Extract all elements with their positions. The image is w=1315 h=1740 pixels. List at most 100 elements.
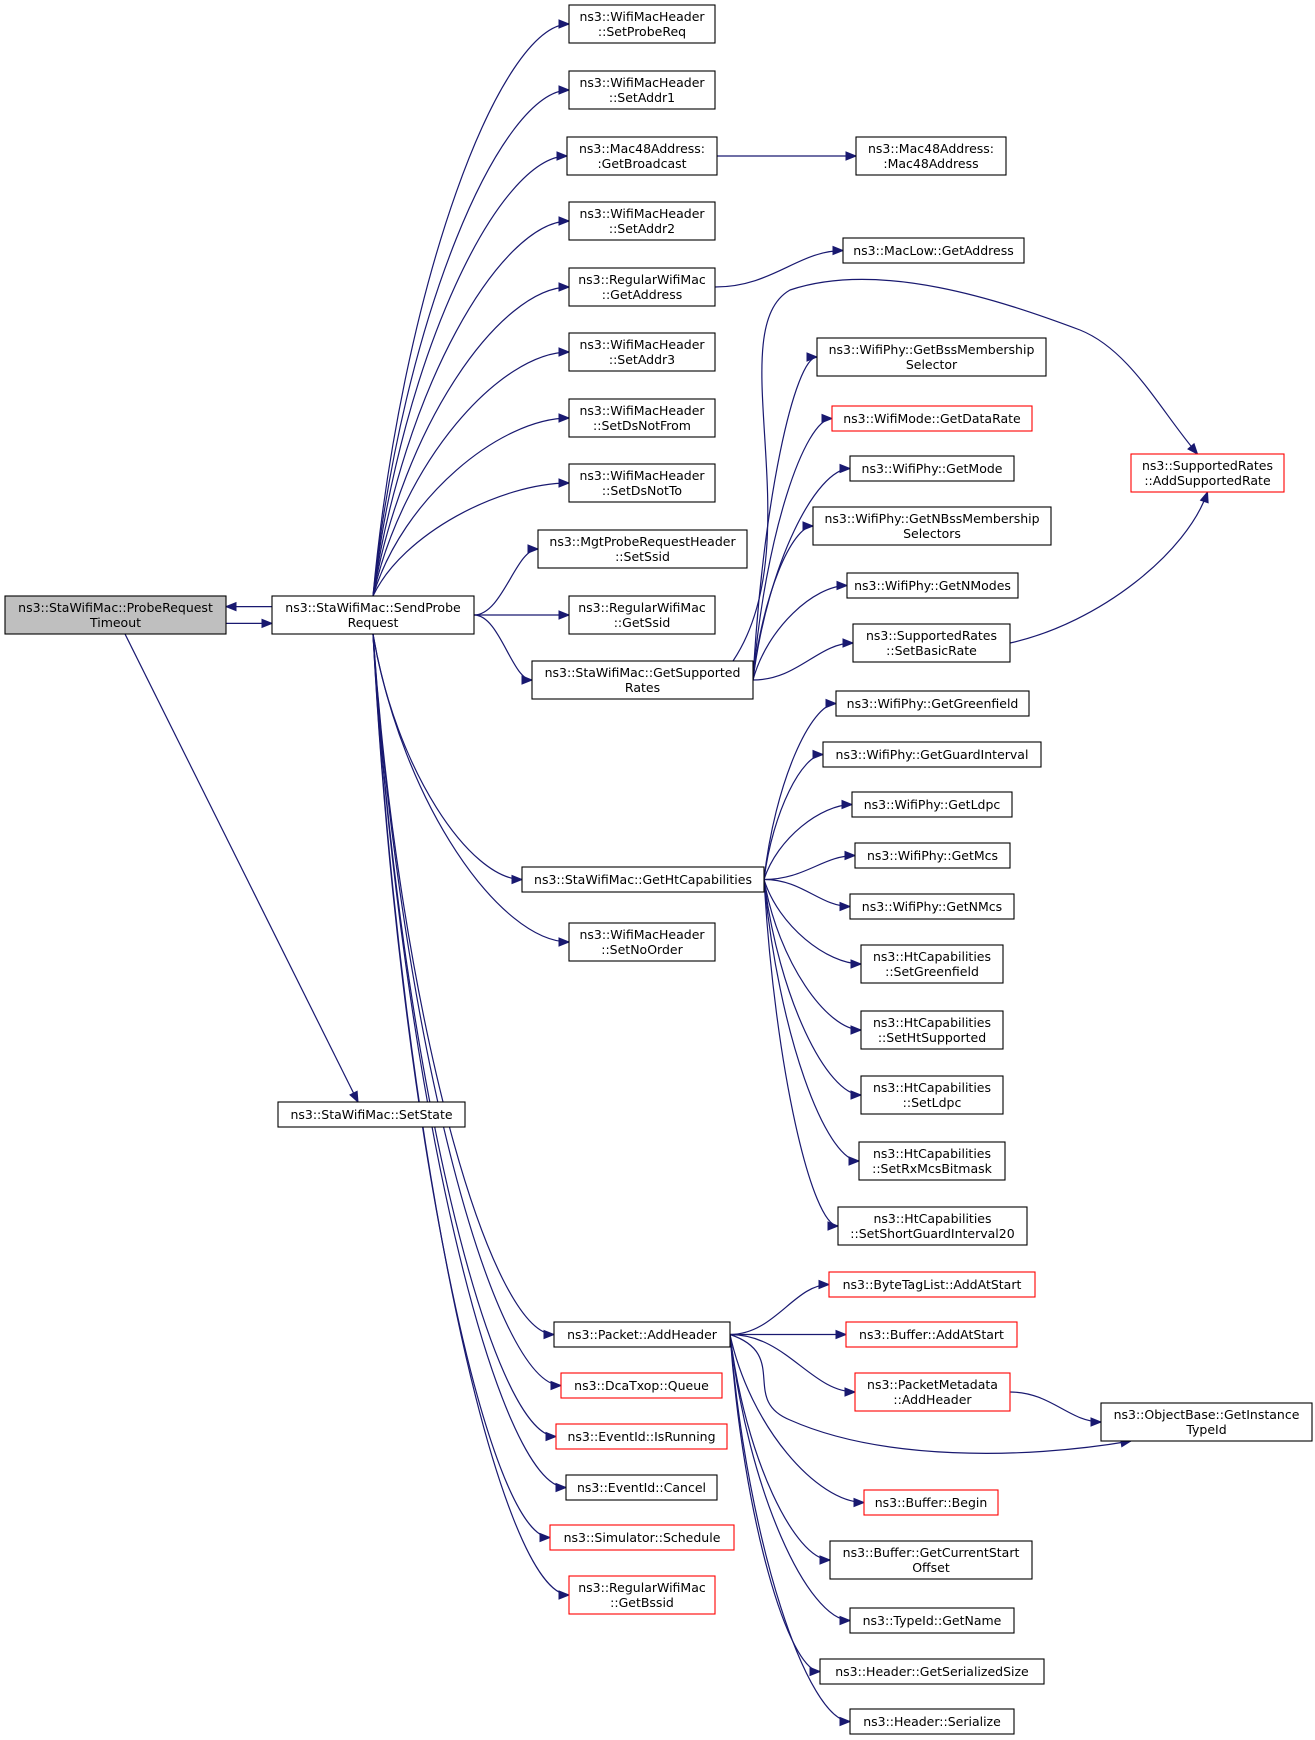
node-set-state[interactable]: ns3::StaWifiMac::SetState	[277, 1101, 466, 1128]
node-box[interactable]	[831, 405, 1033, 432]
node-box[interactable]	[819, 1658, 1045, 1685]
node-set-greenfield[interactable]: ns3::HtCapabilities::SetGreenfield	[860, 944, 1004, 984]
node-get-greenfield[interactable]: ns3::WifiPhy::GetGreenfield	[835, 690, 1030, 717]
node-box[interactable]	[837, 1206, 1028, 1246]
node-header-get-serialized-size[interactable]: ns3::Header::GetSerializedSize	[819, 1658, 1045, 1685]
node-box[interactable]	[860, 944, 1004, 984]
node-box[interactable]	[568, 4, 716, 44]
node-set-addr3[interactable]: ns3::WifiMacHeader::SetAddr3	[568, 332, 716, 372]
node-box[interactable]	[858, 1141, 1006, 1181]
node-box[interactable]	[812, 506, 1052, 546]
node-box[interactable]	[277, 1101, 466, 1128]
node-box[interactable]	[568, 267, 716, 307]
node-get-nmcs[interactable]: ns3::WifiPhy::GetNMcs	[849, 893, 1015, 920]
node-event-id-cancel[interactable]: ns3::EventId::Cancel	[565, 1474, 718, 1501]
node-box[interactable]	[271, 595, 475, 635]
node-box[interactable]	[860, 1075, 1004, 1115]
node-box[interactable]	[521, 866, 765, 893]
node-box[interactable]	[846, 572, 1019, 599]
node-box[interactable]	[828, 1271, 1036, 1298]
node-box[interactable]	[568, 922, 716, 962]
node-packet-add-header[interactable]: ns3::Packet::AddHeader	[553, 1321, 731, 1348]
node-box[interactable]	[553, 1321, 731, 1348]
node-set-ds-not-to[interactable]: ns3::WifiMacHeader::SetDsNotTo	[568, 463, 716, 503]
node-box[interactable]	[849, 455, 1015, 482]
node-set-rx-mcs-bitmask[interactable]: ns3::HtCapabilities::SetRxMcsBitmask	[858, 1141, 1006, 1181]
node-box[interactable]	[568, 201, 716, 241]
node-set-addr2[interactable]: ns3::WifiMacHeader::SetAddr2	[568, 201, 716, 241]
node-box[interactable]	[568, 463, 716, 503]
node-box[interactable]	[4, 595, 227, 635]
node-set-basic-rate[interactable]: ns3::SupportedRates::SetBasicRate	[852, 623, 1011, 663]
node-box[interactable]	[568, 595, 716, 635]
node-box[interactable]	[537, 529, 748, 569]
node-box[interactable]	[822, 741, 1042, 768]
node-set-short-guard-interval20[interactable]: ns3::HtCapabilities::SetShortGuardInterv…	[837, 1206, 1028, 1246]
node-box[interactable]	[860, 1010, 1004, 1050]
node-header-serialize[interactable]: ns3::Header::Serialize	[849, 1708, 1015, 1735]
node-box[interactable]	[568, 332, 716, 372]
node-box[interactable]	[816, 337, 1047, 377]
node-box[interactable]	[855, 136, 1007, 176]
node-box[interactable]	[863, 1489, 999, 1516]
node-get-mode[interactable]: ns3::WifiPhy::GetMode	[849, 455, 1015, 482]
node-get-nmodes[interactable]: ns3::WifiPhy::GetNModes	[846, 572, 1019, 599]
node-box[interactable]	[560, 1372, 723, 1399]
node-buffer-begin[interactable]: ns3::Buffer::Begin	[863, 1489, 999, 1516]
node-box[interactable]	[568, 1575, 716, 1615]
node-box[interactable]	[854, 842, 1011, 869]
node-buffer-add-at-start[interactable]: ns3::Buffer::AddAtStart	[845, 1321, 1018, 1348]
node-reg-get-address[interactable]: ns3::RegularWifiMac::GetAddress	[568, 267, 716, 307]
node-box[interactable]	[566, 136, 718, 176]
node-set-ht-supported[interactable]: ns3::HtCapabilities::SetHtSupported	[860, 1010, 1004, 1050]
node-box[interactable]	[568, 70, 716, 110]
node-add-supported-rate[interactable]: ns3::SupportedRates::AddSupportedRate	[1130, 453, 1285, 493]
node-box[interactable]	[531, 660, 754, 700]
node-get-broadcast[interactable]: ns3::Mac48Address::GetBroadcast	[566, 136, 718, 176]
node-box[interactable]	[849, 1607, 1015, 1634]
node-box[interactable]	[849, 893, 1015, 920]
node-simulator-schedule[interactable]: ns3::Simulator::Schedule	[549, 1524, 735, 1551]
node-box[interactable]	[1130, 453, 1285, 493]
node-get-mcs[interactable]: ns3::WifiPhy::GetMcs	[854, 842, 1011, 869]
node-box[interactable]	[852, 623, 1011, 663]
node-mac-low-get-address[interactable]: ns3::MacLow::GetAddress	[842, 237, 1025, 264]
node-mac48-address[interactable]: ns3::Mac48Address::Mac48Address	[855, 136, 1007, 176]
node-event-id-is-running[interactable]: ns3::EventId::IsRunning	[555, 1423, 728, 1450]
node-box[interactable]	[555, 1423, 728, 1450]
node-box[interactable]	[829, 1540, 1033, 1580]
node-box[interactable]	[568, 398, 716, 438]
node-set-probe-req[interactable]: ns3::WifiMacHeader::SetProbeReq	[568, 4, 716, 44]
node-get-data-rate[interactable]: ns3::WifiMode::GetDataRate	[831, 405, 1033, 432]
node-box[interactable]	[835, 690, 1030, 717]
node-set-no-order[interactable]: ns3::WifiMacHeader::SetNoOrder	[568, 922, 716, 962]
node-get-ldpc[interactable]: ns3::WifiPhy::GetLdpc	[851, 791, 1013, 818]
node-type-id-get-name[interactable]: ns3::TypeId::GetName	[849, 1607, 1015, 1634]
node-set-ldpc[interactable]: ns3::HtCapabilities::SetLdpc	[860, 1075, 1004, 1115]
node-get-guard-interval[interactable]: ns3::WifiPhy::GetGuardInterval	[822, 741, 1042, 768]
node-box[interactable]	[845, 1321, 1018, 1348]
node-reg-get-bssid[interactable]: ns3::RegularWifiMac::GetBssid	[568, 1575, 716, 1615]
node-dca-txop-queue[interactable]: ns3::DcaTxop::Queue	[560, 1372, 723, 1399]
node-set-ds-not-from[interactable]: ns3::WifiMacHeader::SetDsNotFrom	[568, 398, 716, 438]
node-reg-get-ssid[interactable]: ns3::RegularWifiMac::GetSsid	[568, 595, 716, 635]
node-box[interactable]	[842, 237, 1025, 264]
node-box[interactable]	[549, 1524, 735, 1551]
node-set-addr1[interactable]: ns3::WifiMacHeader::SetAddr1	[568, 70, 716, 110]
node-box[interactable]	[1100, 1402, 1313, 1442]
node-box[interactable]	[565, 1474, 718, 1501]
node-box[interactable]	[854, 1372, 1011, 1412]
node-byte-tag-add-at-start[interactable]: ns3::ByteTagList::AddAtStart	[828, 1271, 1036, 1298]
node-get-ht-capabilities[interactable]: ns3::StaWifiMac::GetHtCapabilities	[521, 866, 765, 893]
node-mgt-set-ssid[interactable]: ns3::MgtProbeRequestHeader::SetSsid	[537, 529, 748, 569]
node-packet-metadata-add-header[interactable]: ns3::PacketMetadata::AddHeader	[854, 1372, 1011, 1412]
node-box[interactable]	[849, 1708, 1015, 1735]
node-box[interactable]	[851, 791, 1013, 818]
